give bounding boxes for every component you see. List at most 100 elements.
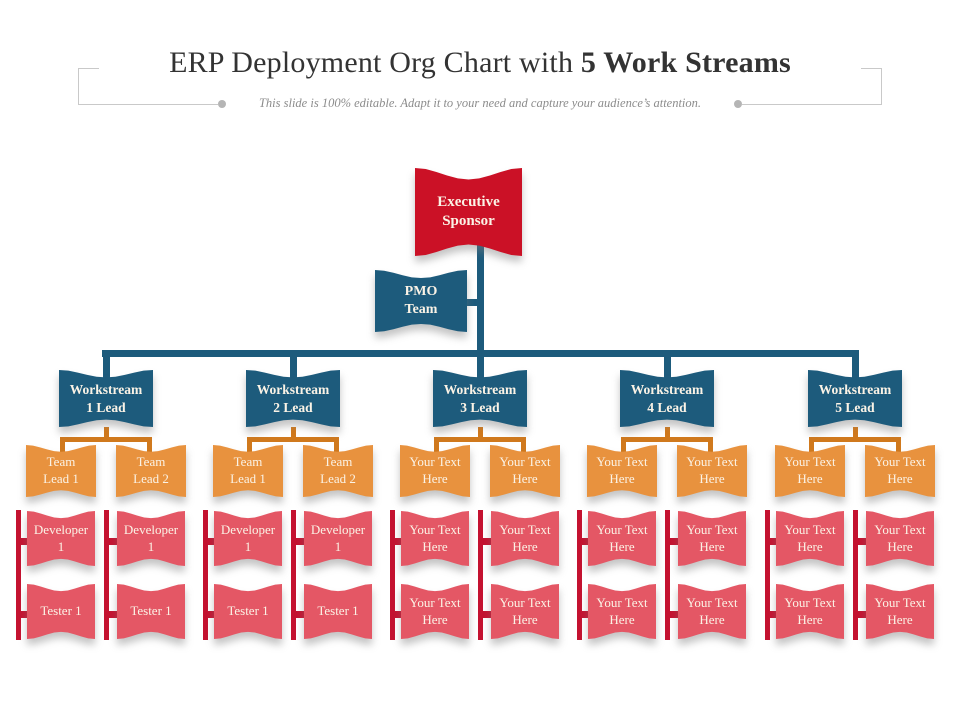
lead-drop-connector (103, 427, 109, 439)
team-head-label: Team Lead 1 (26, 445, 96, 497)
member-stub (20, 611, 28, 618)
member-label: Developer 1 (27, 511, 95, 566)
member-label: Tester 1 (27, 584, 95, 639)
member-node: Developer 1 (117, 511, 185, 566)
member-node: Your Text Here (401, 584, 469, 639)
workstream-lead-label: Workstream 4 Lead (620, 370, 714, 427)
member-stub (394, 611, 402, 618)
member-stub (669, 611, 679, 618)
member-spine-right (478, 510, 483, 640)
lead-drop-connector (852, 427, 858, 439)
workstream-lead-label: Workstream 2 Lead (246, 370, 340, 427)
team-head-node: Your Text Here (490, 445, 560, 497)
member-label: Your Text Here (866, 511, 934, 566)
lead-drop-connector (664, 427, 670, 439)
member-spine-right (853, 510, 858, 640)
member-spine-left (765, 510, 770, 640)
team-branch-connector (434, 437, 526, 442)
member-node: Developer 1 (214, 511, 282, 566)
title-bracket-left-vertical (78, 68, 79, 105)
lead-stub-connector (851, 350, 859, 378)
member-stub (581, 538, 589, 545)
member-node: Your Text Here (866, 511, 934, 566)
team-stub-left (247, 437, 252, 458)
member-label: Your Text Here (776, 584, 844, 639)
member-label: Developer 1 (117, 511, 185, 566)
member-stub (295, 538, 305, 545)
member-label: Your Text Here (866, 584, 934, 639)
member-label: Developer 1 (304, 511, 372, 566)
workstream-lead-node: Workstream 4 Lead (620, 370, 714, 427)
title-bracket-left-top (78, 68, 99, 69)
slide-title: ERP Deployment Org Chart with 5 Work Str… (0, 46, 960, 80)
executive-sponsor-label: Executive Sponsor (415, 168, 522, 256)
team-branch-connector (621, 437, 713, 442)
member-spine-right (104, 510, 109, 640)
member-label: Your Text Here (491, 511, 559, 566)
member-label: Your Text Here (678, 584, 746, 639)
member-spine-left (16, 510, 21, 640)
member-stub (394, 538, 402, 545)
pmo-team-node: PMO Team (375, 270, 467, 332)
member-label: Your Text Here (401, 584, 469, 639)
member-stub (769, 611, 777, 618)
workstream-lead-label: Workstream 5 Lead (808, 370, 902, 427)
team-head-label: Team Lead 2 (116, 445, 186, 497)
team-stub-right (334, 437, 339, 458)
member-spine-left (203, 510, 208, 640)
member-node: Your Text Here (588, 511, 656, 566)
member-stub (482, 538, 492, 545)
member-label: Your Text Here (588, 584, 656, 639)
team-branch-connector (60, 437, 152, 442)
member-label: Your Text Here (776, 511, 844, 566)
member-stub (581, 611, 589, 618)
workstream-lead-node: Workstream 1 Lead (59, 370, 153, 427)
team-stub-right (896, 437, 901, 458)
lead-stub-connector (289, 350, 297, 378)
member-node: Developer 1 (27, 511, 95, 566)
member-spine-left (577, 510, 582, 640)
team-head-label: Team Lead 2 (303, 445, 373, 497)
workstream-lead-node: Workstream 5 Lead (808, 370, 902, 427)
member-node: Your Text Here (776, 584, 844, 639)
team-head-node: Your Text Here (400, 445, 470, 497)
slide-title-regular: ERP Deployment Org Chart with (169, 46, 581, 79)
member-node: Tester 1 (27, 584, 95, 639)
member-stub (108, 538, 118, 545)
slide-subtitle: This slide is 100% editable. Adapt it to… (258, 96, 702, 110)
member-node: Your Text Here (678, 584, 746, 639)
team-head-label: Your Text Here (677, 445, 747, 497)
lead-drop-connector (477, 427, 483, 439)
member-stub (769, 538, 777, 545)
member-label: Tester 1 (304, 584, 372, 639)
member-stub (857, 538, 867, 545)
slide-title-bold: 5 Work Streams (580, 46, 791, 79)
member-stub (108, 611, 118, 618)
team-head-node: Team Lead 2 (303, 445, 373, 497)
team-head-label: Your Text Here (865, 445, 935, 497)
lead-stub-connector (102, 350, 110, 378)
lead-stub-connector (663, 350, 671, 378)
member-label: Your Text Here (678, 511, 746, 566)
member-node: Tester 1 (117, 584, 185, 639)
member-node: Your Text Here (401, 511, 469, 566)
bracket-dot-left (218, 100, 226, 108)
team-stub-right (708, 437, 713, 458)
member-label: Tester 1 (214, 584, 282, 639)
title-bracket-right-vertical (881, 68, 882, 105)
team-stub-left (809, 437, 814, 458)
member-label: Tester 1 (117, 584, 185, 639)
team-head-node: Team Lead 2 (116, 445, 186, 497)
lead-stub-connector (476, 350, 484, 378)
pmo-stub-connector (463, 299, 478, 306)
member-node: Your Text Here (491, 511, 559, 566)
workstream-lead-label: Workstream 1 Lead (59, 370, 153, 427)
bracket-dot-right (734, 100, 742, 108)
member-stub (295, 611, 305, 618)
member-stub (207, 538, 215, 545)
team-head-label: Your Text Here (587, 445, 657, 497)
workstream-lead-node: Workstream 2 Lead (246, 370, 340, 427)
team-head-label: Your Text Here (775, 445, 845, 497)
team-head-node: Team Lead 1 (26, 445, 96, 497)
